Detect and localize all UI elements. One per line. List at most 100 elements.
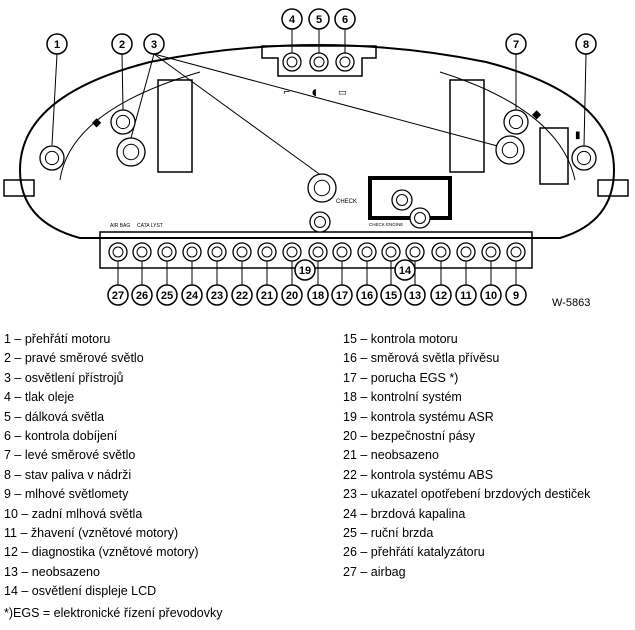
strip-socket <box>456 242 476 262</box>
legend-item: 18 – kontrolní systém <box>343 390 462 405</box>
callout-bottom-circle <box>281 284 303 306</box>
footnote: *)EGS = elektronické řízení převodovky <box>4 606 223 620</box>
cluster-inner-line <box>59 71 576 181</box>
callout-bottom-number: 17 <box>336 290 348 302</box>
socket-14a <box>391 189 413 211</box>
callout-bottom-number: 20 <box>286 290 298 302</box>
callout-bottom: 23 <box>206 284 228 306</box>
legend-item: 12 – diagnostika (vznětové motory) <box>4 545 199 560</box>
right-mounting-tab <box>597 179 629 197</box>
callout-bottom-circle <box>156 284 178 306</box>
callout-bottom-circle <box>331 284 353 306</box>
callout-bottom-circle <box>107 284 129 306</box>
callout-top: 1 <box>46 33 68 55</box>
socket-19a <box>307 173 337 203</box>
legend-item: 9 – mlhové světlomety <box>4 487 129 502</box>
strip-socket-inner <box>136 246 148 258</box>
socket-7a-inner <box>508 114 524 130</box>
cluster-housing <box>18 44 616 239</box>
socket-14b <box>409 207 431 229</box>
diagram-code: W-5863 <box>552 297 591 309</box>
right-arrow-icon: ◆ <box>532 107 542 121</box>
callout-bottom: 9 <box>505 284 527 306</box>
callout-bottom-circle <box>206 284 228 306</box>
socket-8-inner <box>576 150 592 166</box>
socket-19a-inner <box>313 179 331 197</box>
bulb-sockets <box>39 52 597 262</box>
callout-bottom-circle <box>294 259 316 281</box>
strip-socket-inner <box>336 246 348 258</box>
socket-1 <box>39 145 65 171</box>
socket-6-inner <box>339 56 351 68</box>
callout-bottom-circle <box>380 284 402 306</box>
callout-top-number: 8 <box>583 39 589 51</box>
legend-item: 25 – ruční brzda <box>343 526 434 541</box>
legend-item: 26 – přehřátí katalyzátoru <box>343 545 485 560</box>
callout-bottom-circle <box>394 259 416 281</box>
callout-bottom: 18 <box>307 284 329 306</box>
battery-icon: ▭ <box>338 88 347 98</box>
leader-line <box>583 53 587 147</box>
callout-bottom: 13 <box>404 284 426 306</box>
right-connector <box>449 79 485 173</box>
callout-top-number: 4 <box>289 14 296 26</box>
top-bulb-tray <box>261 45 377 77</box>
callout-bottom: 15 <box>380 284 402 306</box>
callout-bottom: 25 <box>156 284 178 306</box>
socket-2b-inner <box>122 143 140 161</box>
callout-bottom-number: 16 <box>361 290 373 302</box>
socket-14b-inner <box>414 212 426 224</box>
socket-4-inner <box>286 56 298 68</box>
strip-socket-inner <box>186 246 198 258</box>
oil-icon: ⌐ <box>283 88 291 98</box>
legend-item: 2 – pravé směrové světlo <box>4 351 144 366</box>
socket-14a-inner <box>396 194 408 206</box>
strip-socket <box>182 242 202 262</box>
callout-bottom: 27 <box>107 284 129 306</box>
callout-bottom-circle <box>181 284 203 306</box>
callout-bottom-circle <box>404 284 426 306</box>
left-connector <box>157 79 193 173</box>
callout-bottom-number: 14 <box>399 265 412 277</box>
callout-bottom-circle <box>256 284 278 306</box>
strip-socket-inner <box>261 246 273 258</box>
bulb-strip <box>99 231 533 269</box>
callout-bottom-circle <box>356 284 378 306</box>
callout-top-circle <box>575 33 597 55</box>
callout-bottom-number: 21 <box>261 290 273 302</box>
strip-socket-inner <box>460 246 472 258</box>
strip-socket-inner <box>485 246 497 258</box>
callout-top: 6 <box>334 8 356 30</box>
callout-top-number: 2 <box>119 39 125 51</box>
leader-lines <box>51 29 587 285</box>
callout-top-circle <box>308 8 330 30</box>
callout-bottom-circle <box>430 284 452 306</box>
callout-bottom-circle <box>505 284 527 306</box>
callout-bottom-number: 15 <box>385 290 397 302</box>
label-check: CHECK <box>336 199 357 205</box>
callout-top-circle <box>505 33 527 55</box>
strip-socket <box>506 242 526 262</box>
strip-socket <box>207 242 227 262</box>
callout-bottom: 21 <box>256 284 278 306</box>
callout-bottom-circle <box>131 284 153 306</box>
socket-1-inner <box>44 150 60 166</box>
fuel-icon: ▮ <box>575 130 581 141</box>
callout-bottom-circle <box>455 284 477 306</box>
callout-bottom-number: 12 <box>435 290 447 302</box>
strip-socket-inner <box>286 246 298 258</box>
callout-bottom-number: 25 <box>161 290 173 302</box>
legend-item: 24 – brzdová kapalina <box>343 506 466 521</box>
socket-5 <box>309 52 329 72</box>
callout-top-number: 3 <box>151 39 157 51</box>
legend-item: 27 – airbag <box>343 564 406 579</box>
callout-bottom: 11 <box>455 284 477 306</box>
legend-item: 1 – přehřátí motoru <box>4 332 111 346</box>
strip-socket <box>431 242 451 262</box>
callout-top: 3 <box>143 33 165 55</box>
strip-socket-inner <box>385 246 397 258</box>
callout-bottom: 24 <box>181 284 203 306</box>
callout-bottom-number: 13 <box>409 290 421 302</box>
